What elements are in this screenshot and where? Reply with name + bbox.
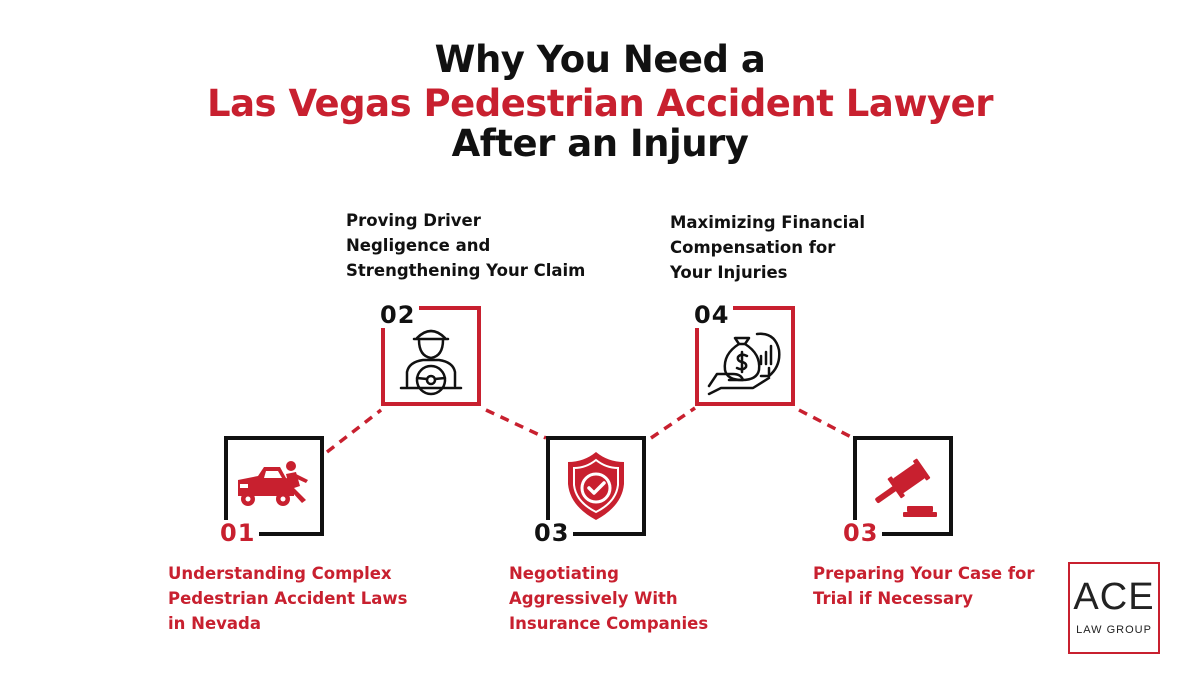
step-3-box: [546, 436, 646, 536]
title-line-1: Why You Need a: [434, 38, 766, 81]
step-5-box: [853, 436, 953, 536]
connector-3-4: [650, 406, 696, 440]
ace-law-group-logo: ACE LAW GROUP: [1068, 562, 1160, 654]
step-1-number: 01: [216, 520, 260, 546]
step-3-number: 03: [530, 520, 574, 546]
connector-2-3: [485, 408, 547, 440]
title-line-2: Las Vegas Pedestrian Accident Lawyer: [207, 82, 994, 125]
logo-main-text: ACE: [1073, 576, 1155, 618]
gavel-icon: [875, 458, 937, 517]
logo-sub-text: LAW GROUP: [1076, 624, 1152, 636]
step-4-label: Maximizing Financial Compensation for Yo…: [670, 213, 866, 282]
driver-steering-wheel-icon: [399, 329, 463, 396]
step-5-number: 03: [839, 520, 883, 546]
money-bag-hand-icon: [707, 332, 781, 396]
step-5-label: Preparing Your Case for Trial if Necessa…: [813, 564, 1035, 608]
step-1-box: [224, 436, 324, 536]
connector-1-2: [325, 408, 383, 454]
step-2-label: Proving Driver Negligence and Strengthen…: [346, 211, 586, 280]
title-line-3: After an Injury: [451, 122, 749, 165]
car-accident-pedestrian-icon: [238, 461, 308, 506]
step-1-label: Understanding Complex Pedestrian Acciden…: [168, 564, 408, 633]
shield-check-icon: [568, 452, 624, 520]
step-3-label: Negotiating Aggressively With Insurance …: [509, 564, 709, 633]
connector-4-5: [798, 408, 854, 440]
step-4-number: 04: [690, 302, 734, 328]
step-2-number: 02: [376, 302, 420, 328]
